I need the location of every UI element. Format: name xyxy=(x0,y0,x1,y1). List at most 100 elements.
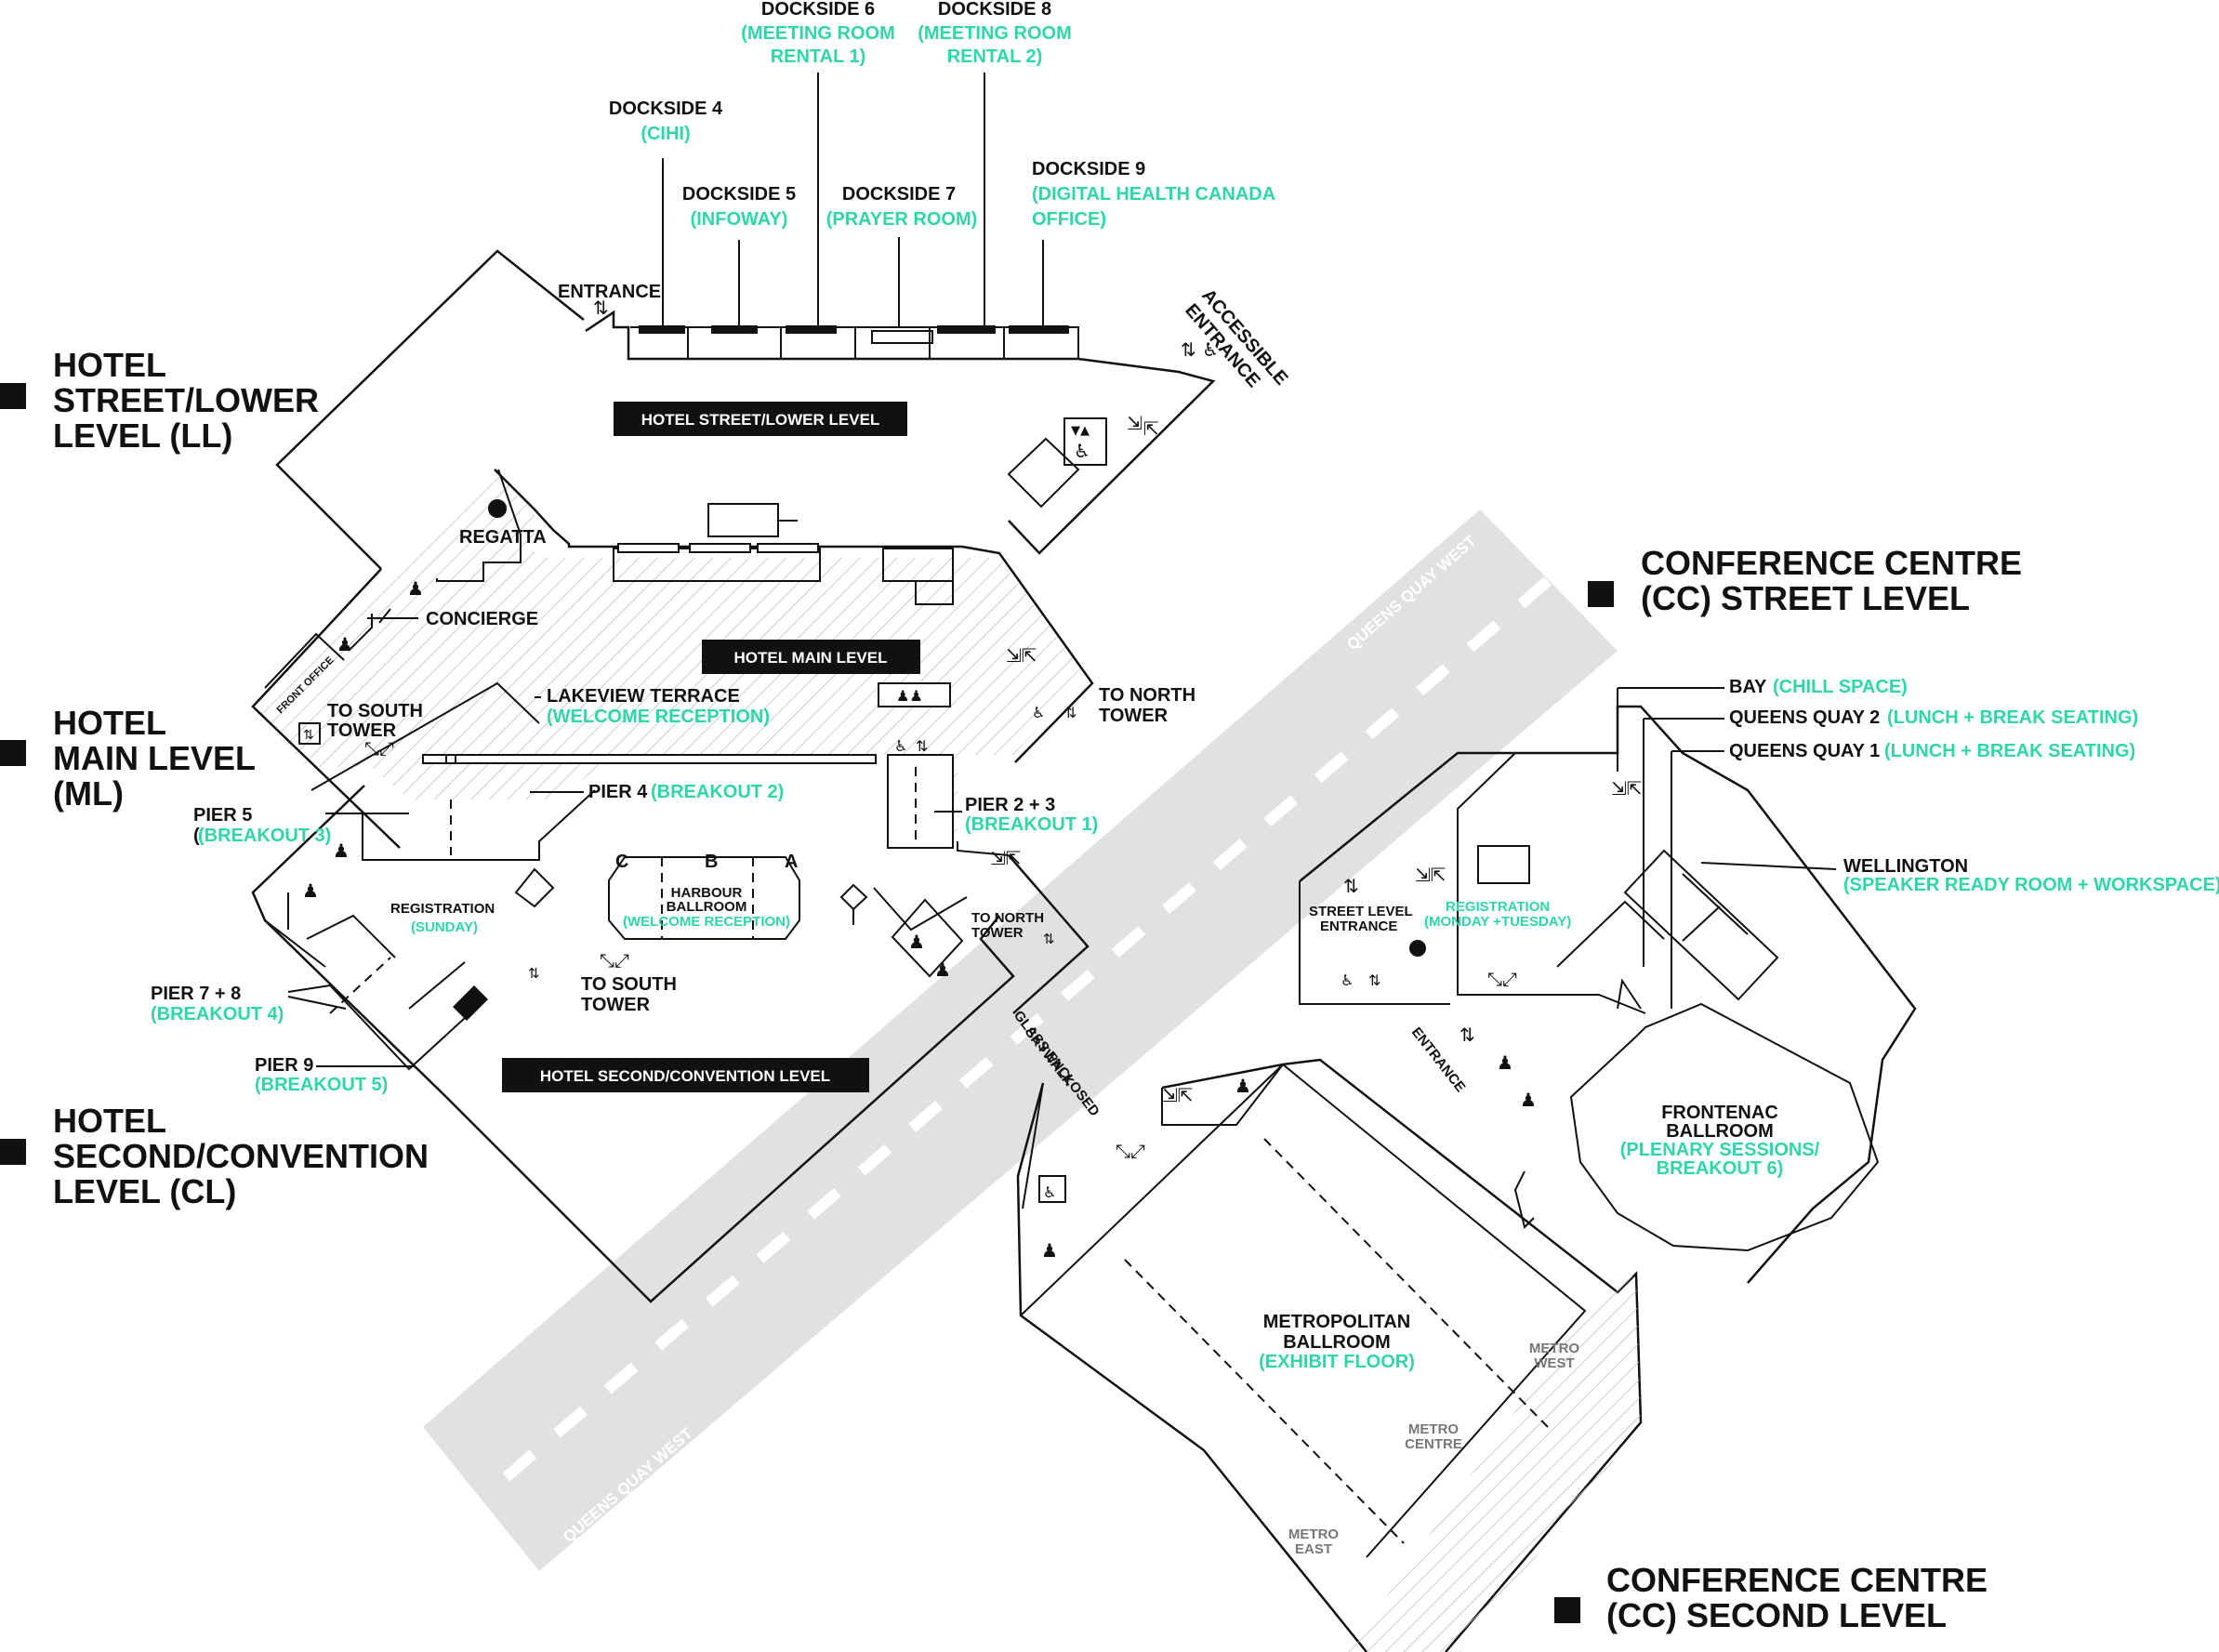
label-metro-east: EAST xyxy=(1295,1541,1332,1557)
label-frontenac-use: BREAKOUT 6) xyxy=(1657,1158,1784,1179)
label-pier9-use: (BREAKOUT 5) xyxy=(255,1075,388,1095)
label-registration-sunday: REGISTRATION xyxy=(390,901,495,917)
label-frontenac-use: (PLENARY SESSIONS/ xyxy=(1620,1140,1820,1160)
label-pier4: PIER 4 xyxy=(588,782,648,802)
label-to-south-tower-cl: TOWER xyxy=(581,995,651,1015)
washroom-icon: ♟ xyxy=(302,879,319,902)
label-harbour-c: C xyxy=(615,852,628,872)
label-pier5: PIER 5 xyxy=(193,805,252,826)
label-wellington-use: (SPEAKER READY ROOM + WORKSPACE) xyxy=(1843,875,2219,895)
label-frontenac: BALLROOM xyxy=(1666,1121,1774,1142)
label-wellington: WELLINGTON xyxy=(1843,856,1968,877)
stairs-icon: ⇱ xyxy=(1143,417,1159,440)
label-metro-centre: CENTRE xyxy=(1405,1436,1462,1452)
label-harbour: HARBOUR xyxy=(671,885,743,901)
elevator-icon: ⇅ xyxy=(528,965,540,982)
stairs-icon: ⇲⇱ xyxy=(1006,644,1037,667)
label-harbour-a: A xyxy=(785,852,798,872)
label-harbour: BALLROOM xyxy=(667,899,747,915)
label-metro-east: METRO xyxy=(1288,1526,1339,1542)
label-to-north-tower-cl: TOWER xyxy=(971,925,1024,941)
label-frontenac: FRONTENAC xyxy=(1661,1103,1778,1123)
label-pier5-paren: ( xyxy=(193,826,200,846)
elevator-icon: ▼▲ ♿ xyxy=(1063,417,1107,466)
entrance-arrow-icon: ⇅ xyxy=(593,297,609,319)
callout-dockside4: DOCKSIDE 4 (CIHI) xyxy=(609,99,723,325)
escalator-icon: ⤡⤢ xyxy=(1487,968,1517,990)
level-title-hotel-ml: HOTEL MAIN LEVEL (ML) xyxy=(0,704,256,813)
label-pier23-use: (BREAKOUT 1) xyxy=(965,814,1098,835)
level-title-hotel-cl: HOTEL SECOND/CONVENTION LEVEL (CL) xyxy=(0,1102,429,1210)
entrance-arrow-icon: ⇅ xyxy=(1460,1024,1475,1046)
stairs-icon: ⇲ xyxy=(1127,412,1143,434)
label-metropolitan: METROPOLITAN xyxy=(1263,1312,1411,1332)
level-title-line2: SECOND/CONVENTION xyxy=(53,1137,429,1175)
hotel-lower-level-outline xyxy=(275,249,1216,570)
callout-dockside8: DOCKSIDE 8 (MEETING ROOM RENTAL 2) xyxy=(918,0,1072,325)
level-title-cc-second: CONFERENCE CENTRE (CC) SECOND LEVEL xyxy=(1554,1561,1988,1634)
escalator-icon: ⤡⤢ xyxy=(1116,1140,1145,1162)
elevator-icon: ⇅ xyxy=(1368,971,1380,989)
level-title-line3: LEVEL (CL) xyxy=(53,1172,236,1210)
level-title-line1: HOTEL xyxy=(53,704,166,742)
svg-text:▼▲: ▼▲ xyxy=(1071,424,1090,438)
accessible-icon: ♿ xyxy=(1043,1183,1056,1201)
band-label: HOTEL SECOND/CONVENTION LEVEL xyxy=(540,1067,830,1085)
label-entrance: ENTRANCE xyxy=(558,282,661,302)
level-title-line1: CONFERENCE CENTRE xyxy=(1641,544,2022,582)
room-use: OFFICE) xyxy=(1032,209,1106,230)
stairs-icon: ⇲⇱ xyxy=(990,847,1022,869)
washroom-icon: ♟ xyxy=(934,958,951,981)
label-qq2-use: (LUNCH + BREAK SEATING) xyxy=(1887,707,2138,728)
room-name: DOCKSIDE 7 xyxy=(842,184,956,205)
stairs-icon: ⇲⇱ xyxy=(1415,864,1446,886)
label-lakeview-use: (WELCOME RECEPTION) xyxy=(547,707,770,727)
label-bay: BAY xyxy=(1729,677,1767,697)
label-qq1: QUEENS QUAY 1 xyxy=(1729,741,1880,761)
washroom-icon: ♟ xyxy=(407,577,424,600)
washroom-icon: ♟ xyxy=(1520,1089,1537,1111)
room-use: (INFOWAY) xyxy=(691,209,788,230)
label-pier23: PIER 2 + 3 xyxy=(965,795,1055,815)
callout-dockside9: DOCKSIDE 9 (DIGITAL HEALTH CANADA OFFICE… xyxy=(1032,159,1275,325)
label-regatta: REGATTA xyxy=(459,527,547,548)
label-pier5-use: (BREAKOUT 3) xyxy=(198,826,331,846)
entrance-arrow-icon: ⇅ xyxy=(1343,875,1359,897)
label-pier78-use: (BREAKOUT 4) xyxy=(151,1004,284,1024)
accessible-icon: ♿ xyxy=(1341,971,1354,989)
level-title-line2: (CC) STREET LEVEL xyxy=(1641,579,1970,617)
band-label: HOTEL MAIN LEVEL xyxy=(734,649,888,667)
level-title-line2: STREET/LOWER xyxy=(53,381,319,419)
label-to-south-tower: TOWER xyxy=(327,720,397,741)
label-registration-mt-use: (MONDAY +TUESDAY) xyxy=(1424,914,1571,930)
level-title-cc-street: CONFERENCE CENTRE (CC) STREET LEVEL xyxy=(1588,544,2022,617)
level-title-line1: HOTEL xyxy=(53,346,166,384)
washroom-icon: ♟ xyxy=(333,839,350,862)
cc-second-level-outline xyxy=(1016,1058,1643,1652)
room-use: (MEETING ROOM xyxy=(741,23,895,44)
label-street-entrance: ENTRANCE xyxy=(1320,919,1397,934)
washroom-icon: ♟ xyxy=(1497,1051,1513,1074)
level-title-line1: HOTEL xyxy=(53,1102,166,1140)
label-qq1-use: (LUNCH + BREAK SEATING) xyxy=(1884,741,2135,761)
label-harbour-use: (WELCOME RECEPTION) xyxy=(623,914,790,930)
elevator-icon: ⇅ xyxy=(916,737,928,755)
stairs-icon: ⇲⇱ xyxy=(1611,777,1643,800)
label-harbour-b: B xyxy=(705,852,718,872)
accessible-icon: ♿ xyxy=(1032,704,1045,721)
label-pier78: PIER 7 + 8 xyxy=(151,984,241,1004)
hotel-main-level-outline xyxy=(251,469,1094,849)
label-metro-centre: METRO xyxy=(1408,1421,1459,1437)
room-use: RENTAL 1) xyxy=(771,46,866,67)
escalator-icon: ⤡⤢ xyxy=(364,737,394,760)
label-metro-west: METRO xyxy=(1529,1341,1579,1356)
label-pier9: PIER 9 xyxy=(255,1055,313,1076)
label-to-south-tower: TO SOUTH xyxy=(327,701,423,721)
washroom-icon: ♟ xyxy=(1235,1075,1251,1097)
label-metro-west: WEST xyxy=(1534,1355,1574,1371)
label-to-north-tower: TOWER xyxy=(1099,706,1169,726)
room-name: DOCKSIDE 6 xyxy=(761,0,875,20)
label-lakeview: LAKEVIEW TERRACE xyxy=(547,686,740,707)
band-hotel-second: HOTEL SECOND/CONVENTION LEVEL xyxy=(502,1058,869,1092)
